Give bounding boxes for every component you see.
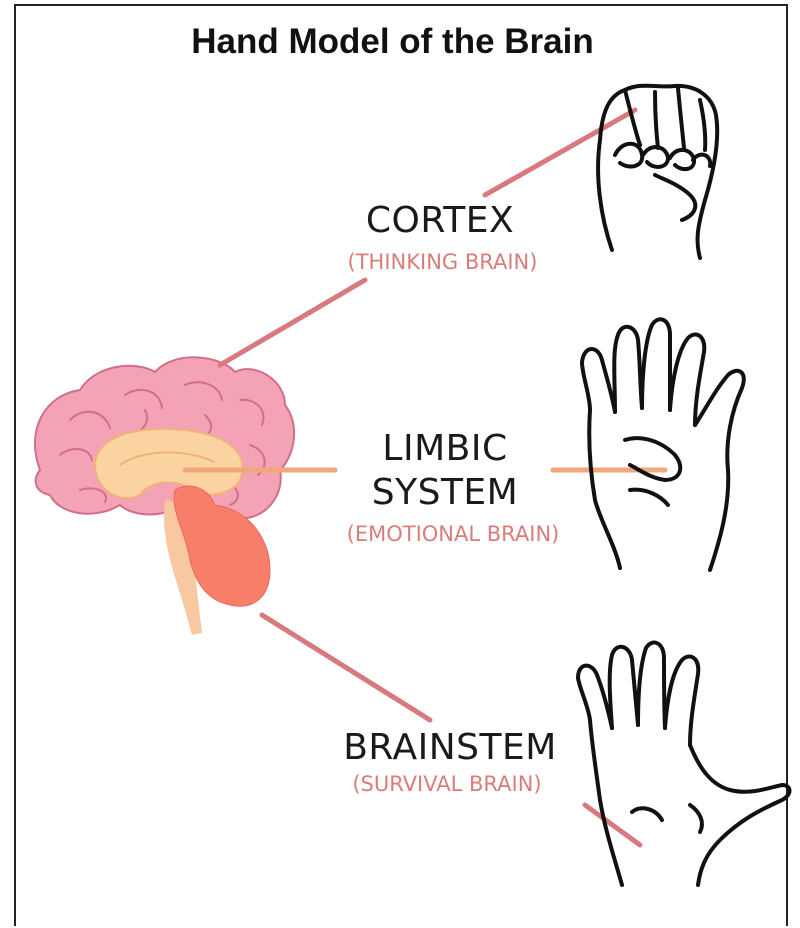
closed-fist-hand-icon [598,86,717,258]
limbic-description: (EMOTIONAL BRAIN) [318,522,588,546]
brainstem-connector-left [262,615,430,720]
thumb-folded-hand-icon [582,319,744,570]
limbic-label-line2: SYSTEM [340,472,550,513]
brainstem-description: (SURVIVAL BRAIN) [318,772,576,796]
cortex-description: (THINKING BRAIN) [325,250,560,274]
brain-illustration [35,357,294,635]
cortex-label: CORTEX [355,200,525,241]
cortex-connector-right [485,110,635,195]
brainstem-label: BRAINSTEM [320,727,580,768]
limbic-label-line1: LIMBIC [340,428,550,469]
cortex-connector-left [220,280,365,365]
open-hand-icon [578,643,790,885]
